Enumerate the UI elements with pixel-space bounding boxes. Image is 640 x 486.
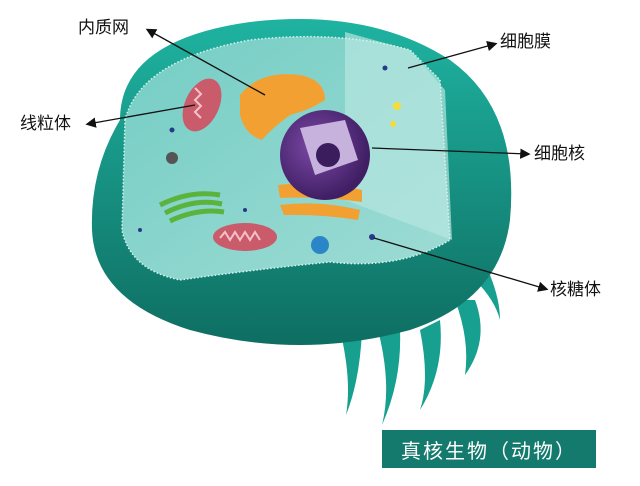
green-organelle (158, 191, 225, 224)
ribosomes (138, 65, 388, 240)
label-ribosome: 核糖体 (550, 280, 601, 300)
mitochondrion-1 (182, 78, 222, 132)
nucleus (280, 110, 370, 200)
vesicle (311, 236, 329, 254)
label-cell-membrane: 细胞膜 (500, 32, 551, 52)
label-mitochondria: 线粒体 (20, 114, 71, 134)
mitochondrion-2 (213, 223, 277, 251)
label-pointers (85, 28, 549, 292)
lysosome (166, 152, 178, 164)
cell-tendrils (340, 275, 500, 425)
label-nucleus: 细胞核 (534, 144, 585, 164)
label-endoplasmic-reticulum: 内质网 (78, 18, 129, 38)
diagram-title: 真核生物（动物） (382, 430, 596, 468)
